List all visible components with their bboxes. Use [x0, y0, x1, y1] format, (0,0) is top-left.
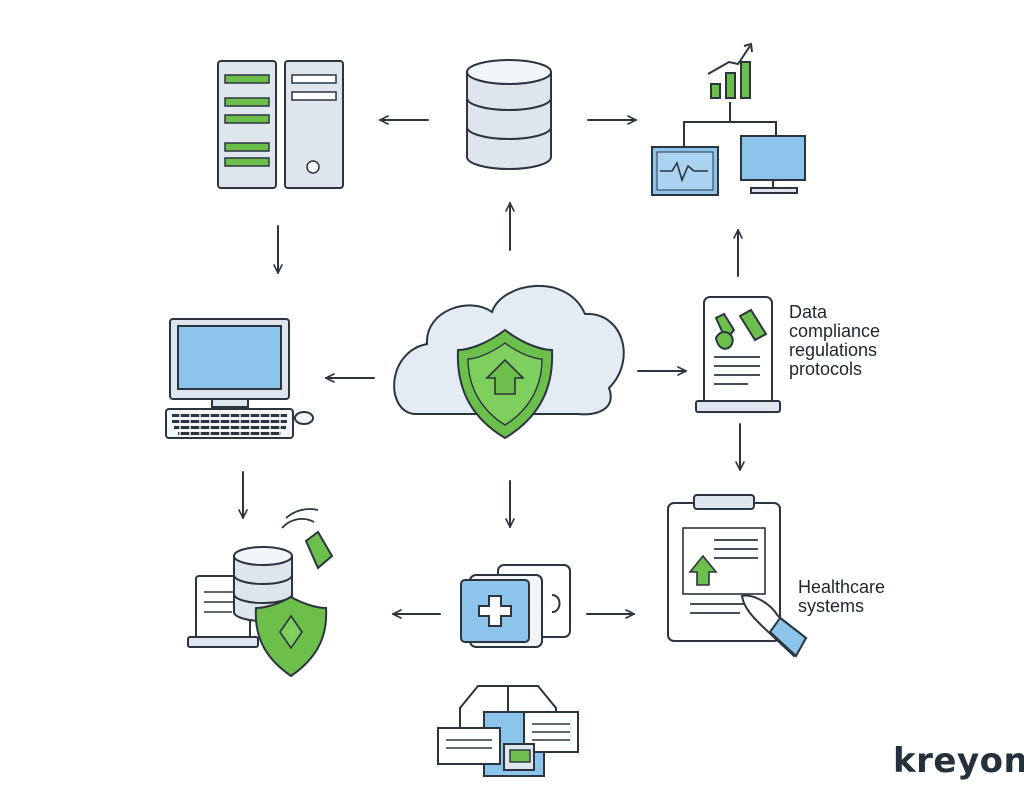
database-icon — [466, 59, 552, 170]
compliance-label-line: Data — [789, 302, 828, 322]
secure-database-icon — [187, 508, 334, 678]
compliance-label-line: regulations — [789, 340, 878, 360]
healthcare-label-line: systems — [798, 596, 865, 616]
cloud-shield-icon — [393, 285, 625, 440]
desktop-computer-icon — [165, 318, 314, 439]
clipboard-icon — [667, 494, 808, 658]
data-files-icon — [437, 685, 579, 777]
compliance-label: Data compliance regulations protocols — [789, 303, 880, 379]
healthcare-label-line: Healthcare — [798, 577, 886, 597]
analytics-monitors-icon — [651, 42, 806, 196]
compliance-label-line: protocols — [789, 359, 863, 379]
brand-logo: kreyon — [893, 741, 1024, 781]
server-rack-icon — [217, 60, 344, 189]
arrows — [238, 115, 745, 619]
compliance-document-icon — [695, 296, 781, 413]
medical-records-icon — [460, 564, 571, 648]
compliance-label-line: compliance — [789, 321, 881, 341]
healthcare-label: Healthcare systems — [798, 578, 885, 616]
